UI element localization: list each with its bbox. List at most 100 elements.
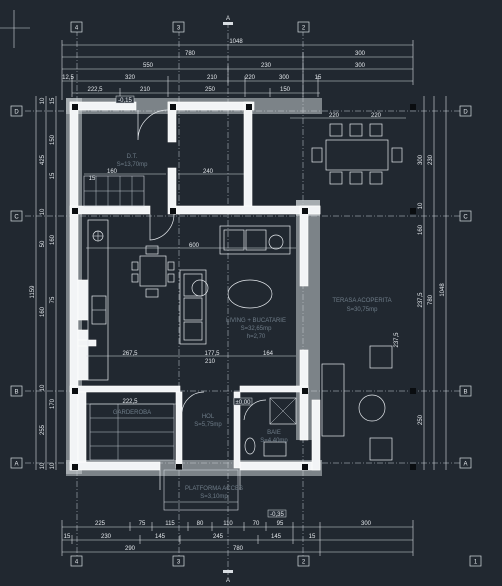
svg-text:GARDEROBA: GARDEROBA (113, 410, 151, 416)
columns (72, 104, 416, 470)
dim-left-row2-d: 160 (50, 234, 56, 245)
dim-bottom-row2-a: 15 (64, 534, 71, 540)
svg-text:TERASA ACOPERITA: TERASA ACOPERITA (332, 298, 391, 304)
svg-text:4: 4 (75, 560, 79, 566)
svg-text:B: B (14, 390, 18, 396)
dim-left-row1-h: 10 (40, 462, 46, 469)
room-label-terasa: TERASA ACOPERITA S=30,75mp (332, 298, 391, 313)
cad-crosshair-cursor (0, 10, 30, 48)
dim-left-row2-c: 15 (50, 172, 56, 179)
bottom-dimension-chains: 225 75 115 80 110 70 95 300 15 230 145 2… (61, 520, 414, 556)
dim-bottom-row1-c: 115 (165, 521, 175, 527)
dim-right-row2-b: 780 (428, 294, 434, 305)
svg-text:D: D (14, 110, 19, 116)
left-dimension-chains: 1159 10 425 10 50 160 10 255 10 15 150 1… (30, 96, 57, 470)
dim-top-row2-a: 550 (143, 63, 154, 69)
dim-bottom-row1-a: 225 (95, 521, 106, 527)
room-label-garderoba: GARDEROBA (113, 410, 151, 416)
doors (137, 109, 267, 490)
svg-text:267,5: 267,5 (122, 351, 138, 357)
svg-text:A: A (226, 16, 230, 22)
living-sofa (179, 225, 291, 345)
dim-top-row2-b: 230 (261, 63, 272, 69)
dim-bottom-row1-d: 80 (197, 521, 204, 527)
svg-text:600: 600 (189, 243, 200, 249)
level-marker-dt: -0,15 (115, 95, 135, 104)
svg-text:4: 4 (75, 26, 79, 32)
grid-bubble-top-2: 2 (297, 21, 310, 33)
dim-right-row1-a: 300 (418, 154, 424, 165)
dim-bottom-row1-f: 70 (253, 521, 260, 527)
dim-left-row1-f: 10 (40, 384, 46, 391)
grid-bubble-bottom-2: 2 (297, 555, 310, 567)
section-mark-top: A (223, 16, 233, 25)
grid-bubble-right-D: D (459, 105, 472, 117)
dim-bottom-row1-b: 75 (139, 521, 146, 527)
svg-text:B: B (463, 390, 467, 396)
dim-bottom-row2-f: 15 (309, 534, 316, 540)
svg-text:S=30,75mp: S=30,75mp (347, 307, 379, 313)
room-label-living: LIVING + BUCATARIE S=32,65mp h=2,70 (226, 318, 286, 340)
svg-text:±0,00: ±0,00 (236, 400, 252, 406)
dim-left-row1-b: 425 (40, 154, 46, 165)
svg-text:S=13,70mp: S=13,70mp (117, 162, 149, 168)
svg-text:3: 3 (177, 560, 181, 566)
dim-top-row4-b: 210 (140, 87, 151, 93)
level-marker-entrance: -0,35 (267, 509, 287, 518)
grid-bubble-left-B: B (10, 385, 23, 397)
svg-text:S=32,65mp: S=32,65mp (241, 326, 273, 332)
dim-top-row4-a: 222,5 (87, 87, 103, 93)
grid-bubble-right-C: C (459, 210, 472, 222)
grid-bubble-bottom-3: 3 (172, 555, 185, 567)
dim-right-row1-c: 237,5 (418, 292, 424, 308)
terrace-furniture (311, 123, 403, 461)
room-label-baie: BAIE S=4,40mp (260, 430, 288, 444)
dim-left-row2-b: 150 (50, 134, 56, 145)
grid-bubble-right-A: A (459, 457, 472, 469)
dim-right-row1-b: 160 (418, 224, 424, 235)
svg-text:160: 160 (107, 169, 118, 175)
room-label-hol: HOL S=5,75mp (194, 414, 222, 428)
svg-text:D: D (463, 110, 468, 116)
dim-bottom-row2-e: 145 (271, 534, 282, 540)
svg-text:S=4,40mp: S=4,40mp (260, 438, 288, 444)
svg-text:240: 240 (203, 169, 214, 175)
dim-left-row1-e: 160 (40, 306, 46, 317)
dim-bottom-row2-d: 245 (213, 534, 224, 540)
dim-top-row3-b: 320 (125, 75, 136, 81)
entrance-platform (163, 469, 239, 511)
grid-bubble-left-A: A (10, 457, 23, 469)
svg-text:A: A (226, 578, 230, 584)
dim-bottom-row2-c: 145 (155, 534, 166, 540)
grid-bubble-top-4: 4 (70, 21, 83, 33)
dim-right-row2-a: 230 (428, 154, 434, 165)
svg-text:HOL: HOL (202, 414, 215, 420)
dim-top-row4-c: 250 (205, 87, 216, 93)
svg-text:C: C (14, 215, 19, 221)
svg-text:A: A (463, 462, 467, 468)
dim-top-row1-a: 780 (185, 51, 196, 57)
svg-text:-0,15: -0,15 (118, 98, 132, 104)
grid-bubble-top-3: 3 (172, 21, 185, 33)
dim-left-total: 1159 (30, 285, 36, 299)
grid-bubble-left-C: C (10, 210, 23, 222)
dim-top-row3-a: 12,5 (62, 75, 74, 81)
grid-bubble-right-B: B (459, 385, 472, 397)
svg-text:2: 2 (302, 26, 306, 32)
dim-top-total: 1048 (229, 39, 243, 45)
dim-bottom-row3-a: 290 (125, 546, 136, 552)
svg-text:C: C (463, 215, 468, 221)
walls (66, 98, 322, 476)
svg-text:S=5,75mp: S=5,75mp (194, 422, 222, 428)
dim-top-row3-e: 300 (279, 75, 290, 81)
interior-dimensions: 220 220 160 240 600 267,5 177,5 164 210 … (84, 113, 406, 405)
svg-text:LIVING + BUCATARIE: LIVING + BUCATARIE (226, 318, 286, 324)
svg-text:220: 220 (371, 113, 382, 119)
svg-text:177,5: 177,5 (204, 351, 220, 357)
right-dimension-chains: 300 160 237,5 250 10 230 780 1048 (418, 96, 447, 470)
svg-text:220: 220 (329, 113, 340, 119)
dim-bottom-row3-b: 780 (233, 546, 244, 552)
level-marker-hol: ±0,00 (233, 397, 253, 406)
dim-left-row1-g: 255 (40, 424, 46, 435)
dim-right-row1-d: 250 (418, 414, 424, 425)
